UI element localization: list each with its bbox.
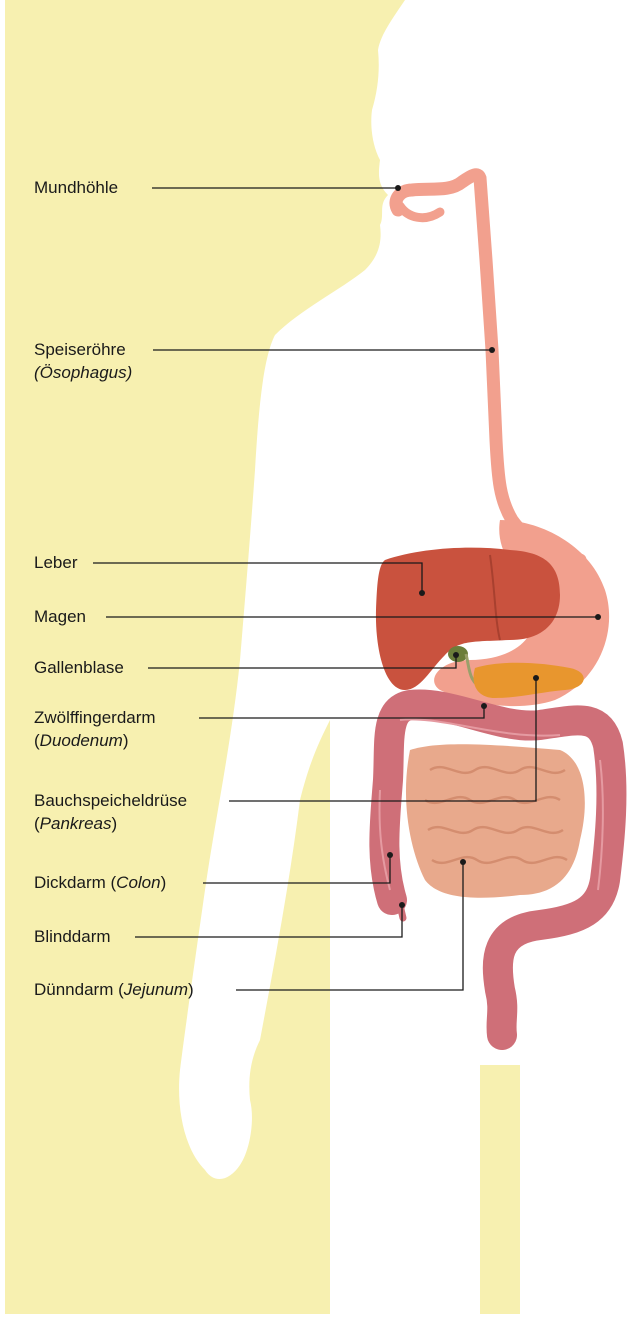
label-pancreas-latin: (Pankreas): [34, 813, 117, 835]
leg-gap: [480, 1065, 520, 1314]
label-colon: Dickdarm (Colon): [34, 872, 166, 894]
label-mouth: Mundhöhle: [34, 177, 118, 199]
label-appendix: Blinddarm: [34, 926, 111, 948]
label-esophagus-latin: (Ösophagus): [34, 362, 132, 384]
label-esophagus: Speiseröhre: [34, 339, 126, 361]
label-liver: Leber: [34, 552, 77, 574]
label-gallbladder: Gallenblase: [34, 657, 124, 679]
label-stomach: Magen: [34, 606, 86, 628]
label-jejunum: Dünndarm (Jejunum): [34, 979, 194, 1001]
label-duodenum-latin: (Duodenum): [34, 730, 129, 752]
label-pancreas: Bauchspeicheldrüse: [34, 790, 187, 812]
label-duodenum: Zwölffingerdarm: [34, 707, 156, 729]
